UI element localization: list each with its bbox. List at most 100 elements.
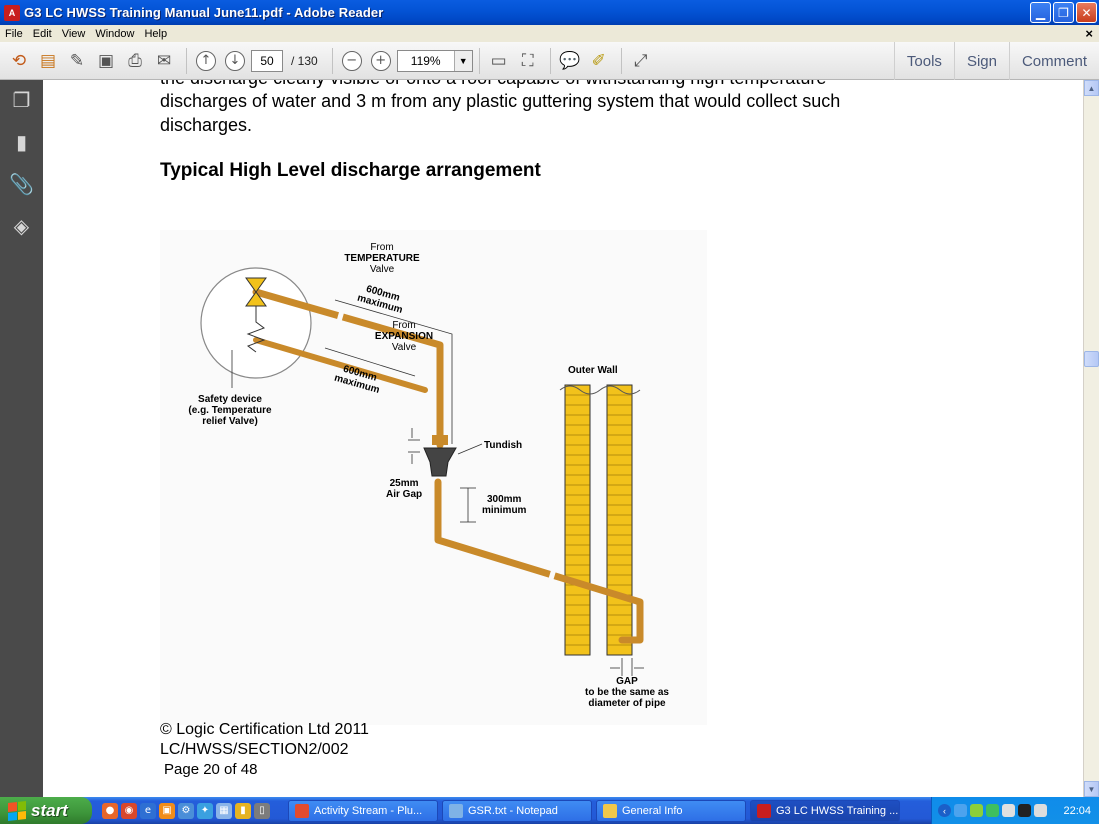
restore-icon: ❐ [1058,5,1069,20]
valve-symbol [245,277,267,353]
layers-icon[interactable]: ◈ [13,214,30,238]
footer-page-number: Page 20 of 48 [164,761,258,778]
task-activity-stream[interactable]: Activity Stream - Plu... [288,799,438,822]
gap-line1: GAP [616,676,638,687]
menu-bar: File Edit View Window Help × [0,25,1099,42]
create-pdf-button[interactable]: ⟲ [6,48,32,74]
scroll-up-icon[interactable]: ▲ [1084,80,1099,96]
chrome-icon[interactable]: ◉ [121,802,137,819]
adobe-task-icon [757,803,771,818]
save-button[interactable]: ▣ [93,48,119,74]
tray-expand-icon[interactable]: ‹ [938,804,951,817]
menu-file[interactable]: File [5,27,23,40]
system-tray: ‹ 22:04 [931,797,1099,824]
plus-icon: + [370,50,391,71]
document-text-line: discharges. [160,115,253,135]
speech-bubble-icon: 💬 [559,50,581,71]
safety-line3: relief Valve) [202,416,258,427]
task-notepad[interactable]: GSR.txt - Notepad [442,799,592,822]
edit-pdf-button[interactable]: ✎ [64,48,90,74]
firefox-icon[interactable]: ● [102,802,118,819]
comment-pane-button[interactable]: Comment [1008,42,1099,80]
network-icon[interactable]: ⚙ [178,802,194,819]
tools-pane-button[interactable]: Tools [893,42,954,80]
close-button[interactable]: ✕ [1076,2,1097,23]
safety-line2: (e.g. Temperature [188,405,272,416]
fit-page-button[interactable]: ▭ [486,48,512,74]
bookmarks-icon[interactable]: ▮ [15,130,27,154]
sign-pane-button[interactable]: Sign [953,42,1009,80]
chart-tool-icon[interactable]: ▮ [235,802,251,819]
document-text-line: the discharge clearly visible or onto a … [160,80,826,90]
menu-help[interactable]: Help [144,27,168,40]
from-temp-line3: Valve [369,264,395,275]
convert-pdf-button[interactable]: ▤ [35,48,61,74]
page-thumbnails-icon[interactable]: ❐ [12,88,31,112]
print-button[interactable]: ⎙ [122,48,148,74]
device-icon[interactable]: ▯ [254,802,270,819]
tray-network-icon[interactable] [954,804,967,817]
previous-page-button[interactable]: ↑ [193,48,219,74]
airgap-line1: 25mm [389,478,419,489]
create-pdf-icon: ⟲ [11,50,27,71]
next-page-button[interactable]: ↓ [222,48,248,74]
maximize-button[interactable]: ❐ [1053,2,1074,23]
footer-copyright: © Logic Certification Ltd 2011 [160,721,369,738]
expand-icon: ⤢ [633,50,648,71]
zoom-in-button[interactable]: + [368,48,394,74]
start-button[interactable]: start [0,797,92,824]
min300-line2: minimum [482,505,527,516]
attachments-icon[interactable]: 📎 [9,172,34,196]
quick-launch: ● ◉ e ▣ ⚙ ✦ ▦ ▮ ▯ [102,802,270,819]
menu-view[interactable]: View [61,27,86,40]
print-icon: ⎙ [128,50,142,71]
zoom-out-button[interactable]: − [339,48,365,74]
min-300-label: 300mm minimum [482,494,526,516]
media-icon[interactable]: ▣ [159,802,175,819]
outer-wall-bricks [559,384,641,656]
page-number-input[interactable]: 50 [251,49,283,72]
close-icon: ✕ [1081,5,1092,20]
section-heading: Typical High Level discharge arrangement [160,160,541,181]
messenger-icon[interactable]: ✦ [197,802,213,819]
tray-device-icon[interactable] [1002,804,1015,817]
task-adobe-reader[interactable]: G3 LC HWSS Training ... [750,799,900,822]
scroll-down-icon[interactable]: ▼ [1084,781,1099,797]
edit-icon: ✎ [69,50,85,71]
full-screen-button[interactable]: ⤢ [628,48,654,74]
from-temperature-label: From TEMPERATURE Valve [322,242,442,275]
page-total-label: / 130 [291,53,318,68]
document-text-line: discharges of water and 3 m from any pla… [160,91,841,111]
window-titlebar: A G3 LC HWSS Training Manual June11.pdf … [0,0,1099,25]
toolbar-separator [186,47,187,74]
chevron-down-icon[interactable]: ▼ [453,50,472,71]
task-general-info[interactable]: General Info [596,799,746,822]
zoom-select[interactable]: 119% ▼ [396,49,473,72]
vertical-scrollbar[interactable]: ▲ ▼ [1083,80,1099,797]
task-label: Activity Stream - Plu... [314,804,423,817]
ie-icon[interactable]: e [140,802,156,819]
minimize-button[interactable]: ▁ [1030,2,1051,23]
toolbar-separator [331,47,333,74]
tray-clock: 22:04 [1063,804,1091,817]
from-exp-line1: From [392,320,416,331]
document-close-icon[interactable]: × [1085,26,1093,41]
menu-edit[interactable]: Edit [32,27,52,40]
task-label: GSR.txt - Notepad [468,804,558,817]
highlight-button[interactable]: ✐ [586,48,612,74]
sticky-note-button[interactable]: 💬 [557,48,583,74]
menu-window[interactable]: Window [95,27,135,40]
tray-volume-icon[interactable] [1034,804,1047,817]
tray-sync-icon[interactable] [986,804,999,817]
document-view[interactable]: the discharge clearly visible or onto a … [43,80,1083,797]
from-temp-line1: From [370,242,394,253]
tray-shield-icon[interactable] [970,804,983,817]
tray-lock-icon[interactable] [1018,804,1031,817]
fit-width-button[interactable]: ⛶ [515,48,541,74]
windows-taskbar: start ● ◉ e ▣ ⚙ ✦ ▦ ▮ ▯ Activity Stream … [0,797,1099,824]
gap-line3: diameter of pipe [588,698,666,709]
scrollbar-thumb[interactable] [1084,351,1099,367]
explorer-icon[interactable]: ▦ [216,802,232,819]
email-button[interactable]: ✉ [151,48,177,74]
task-label: General Info [622,804,683,817]
